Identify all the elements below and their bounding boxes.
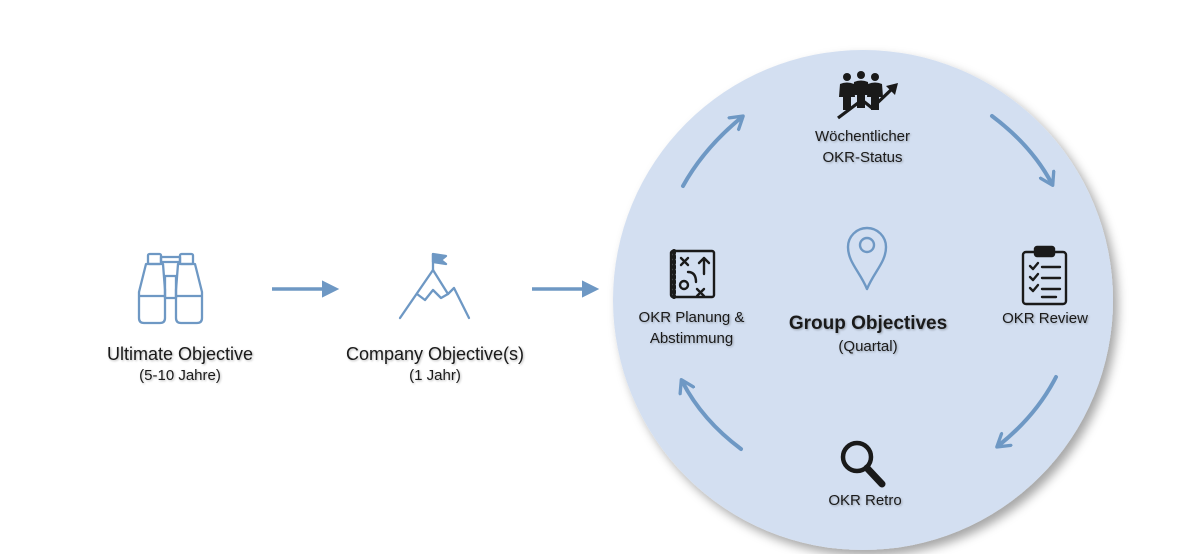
strategy-board-icon [669,249,716,299]
binoculars-icon [137,252,204,325]
planning-line2: Abstimmung [649,330,734,347]
cycle-arrow-planning-to-weekly [681,117,742,188]
group-objectives-label: Group Objectives (Quartal) [778,311,958,357]
group-objectives-subtitle: (Quartal) [838,338,898,355]
ultimate-objective-title: Ultimate Objective [106,344,254,364]
company-objective-title: Company Objective(s) [345,344,525,364]
okr-retro-text: OKR Retro [828,492,902,509]
magnifier-icon [840,440,886,488]
weekly-status-line1: Wöchentlicher [814,128,911,145]
planning-line1: OKR Planung & [638,309,745,326]
okr-review-text: OKR Review [1002,310,1088,327]
planning-label: OKR Planung & Abstimmung [619,307,764,349]
cycle-arrow-weekly-to-review [990,114,1052,184]
company-objective-subtitle: (1 Jahr) [409,367,461,384]
ultimate-objective-subtitle: (5-10 Jahre) [139,367,221,384]
cycle-arrow-retro-to-planning [682,381,743,451]
ultimate-objective-label: Ultimate Objective (5-10 Jahre) [80,342,280,386]
cycle-arrow-review-to-retro [998,375,1058,446]
okr-review-label: OKR Review [985,308,1105,329]
mountain-flag-icon [398,252,471,320]
group-objectives-title: Group Objectives [788,313,948,334]
weekly-status-label: Wöchentlicher OKR-Status [790,126,935,168]
weekly-status-line2: OKR-Status [822,149,903,166]
cycle-circle [613,50,1113,550]
team-growth-icon [837,71,898,120]
clipboard-checklist-icon [1021,245,1068,306]
okr-retro-label: OKR Retro [805,490,925,511]
company-objective-label: Company Objective(s) (1 Jahr) [325,342,545,386]
location-pin-icon [846,226,888,291]
